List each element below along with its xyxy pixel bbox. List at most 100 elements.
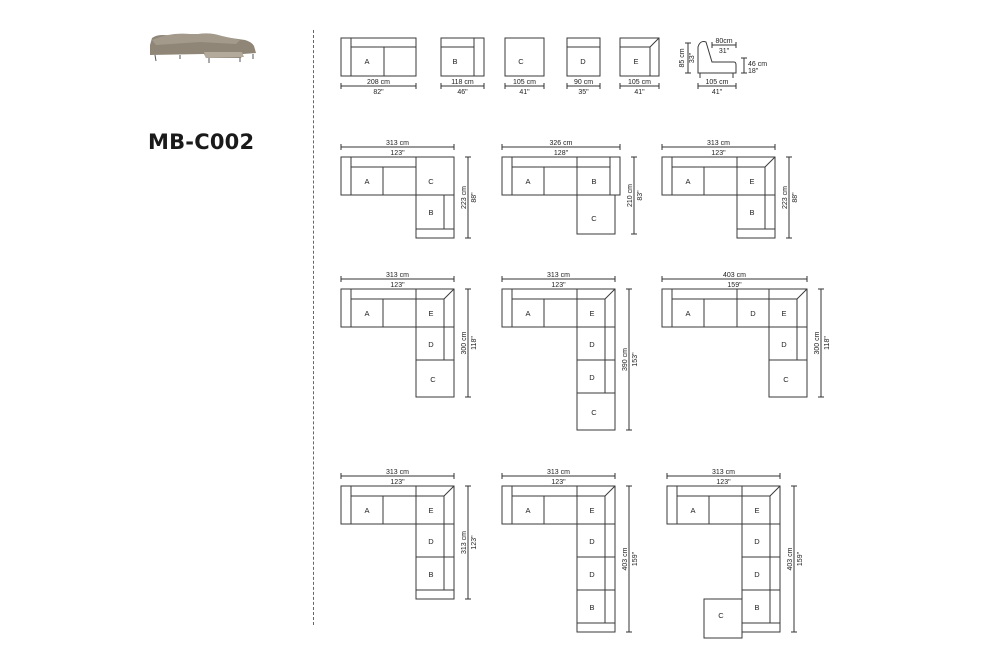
dimension-cm: 313 cm [712, 469, 735, 476]
module-outline [340, 156, 417, 196]
dimension-cm: 326 cm [550, 140, 573, 147]
module-outline [415, 556, 455, 600]
module-outline [576, 326, 616, 361]
dimension-in: 82" [373, 89, 384, 96]
module-outline [415, 523, 455, 558]
height-in: 33" [689, 52, 696, 63]
seat-depth-cm: 80cm [715, 38, 732, 45]
module-label: D [589, 537, 595, 546]
module-line [764, 156, 776, 168]
dimension-in: 123" [390, 282, 405, 289]
module-outline [340, 37, 417, 77]
module-outline [576, 589, 616, 633]
module-label: C [591, 214, 597, 223]
module-label: E [781, 309, 786, 318]
module-label: A [364, 506, 369, 515]
module-outline [666, 485, 743, 525]
module-outline [703, 598, 743, 639]
module-line [796, 288, 808, 300]
seat-height-cm: 46 cm [748, 61, 767, 68]
dimension-in: 123" [390, 479, 405, 486]
dimension-in: 123" [716, 479, 731, 486]
dimension-in: 46" [457, 89, 468, 96]
dimension-cm: 118 cm [451, 79, 474, 86]
module-label: B [749, 208, 754, 217]
module-outline [415, 326, 455, 361]
module-label: C [591, 408, 597, 417]
module-outline [741, 589, 781, 633]
module-label: C [428, 177, 434, 186]
module-label: D [428, 537, 434, 546]
module-label: B [589, 603, 594, 612]
module-label: D [589, 340, 595, 349]
module-label: E [589, 506, 594, 515]
dimension-cm: 390 cm [622, 348, 629, 371]
module-label: A [685, 177, 690, 186]
width-dimension: 105 cm 41" [504, 79, 545, 96]
module-label: C [783, 375, 789, 384]
module-label: A [364, 57, 369, 66]
sofa-profile [697, 41, 737, 74]
module-outline [504, 37, 545, 77]
dimension-cm: 90 cm [574, 79, 593, 86]
module-label: D [589, 570, 595, 579]
dimension-in: 159" [727, 282, 742, 289]
module-label: E [428, 309, 433, 318]
width-dimension: 313 cm 123" [666, 469, 781, 486]
dimension-cm: 208 cm [367, 79, 390, 86]
module-label: A [525, 506, 530, 515]
module-label: A [685, 309, 690, 318]
module-label: E [749, 177, 754, 186]
dimension-cm: 313 cm [707, 140, 730, 147]
module-label: E [633, 57, 638, 66]
dimension-in: 159" [632, 551, 639, 566]
module-label: E [589, 309, 594, 318]
dimension-cm: 313 cm [547, 272, 570, 279]
module-outline [576, 523, 616, 558]
dimension-in: 118" [824, 336, 831, 350]
module-label: A [525, 309, 530, 318]
dimension-cm: 300 cm [814, 331, 821, 354]
module-label: A [525, 177, 530, 186]
module-label: D [589, 373, 595, 382]
module-label: A [364, 177, 369, 186]
dimension-in: 123" [551, 282, 566, 289]
dimension-in: 88" [471, 192, 478, 203]
module-outline [501, 485, 578, 525]
seat-height-in: 18" [748, 68, 759, 75]
dimension-in: 41" [712, 89, 723, 96]
dashed-divider [313, 30, 314, 625]
dimension-in: 41" [519, 89, 530, 96]
dimension-cm: 210 cm [627, 184, 634, 207]
dimension-cm: 105 cm [706, 79, 729, 86]
dimension-cm: 300 cm [461, 331, 468, 354]
dimension-in: 118" [471, 336, 478, 350]
module-label: E [428, 506, 433, 515]
module-label: A [690, 506, 695, 515]
dimension-in: 123" [471, 535, 478, 550]
sofa-photo [150, 33, 256, 63]
module-a: A 208 cm 82" [340, 37, 417, 96]
module-outline [661, 288, 770, 328]
module-label: B [591, 177, 596, 186]
module-label: C [430, 375, 436, 384]
module-outline [415, 194, 455, 239]
module-label: D [750, 309, 756, 318]
module-outline [576, 392, 616, 431]
dimension-cm: 105 cm [513, 79, 536, 86]
